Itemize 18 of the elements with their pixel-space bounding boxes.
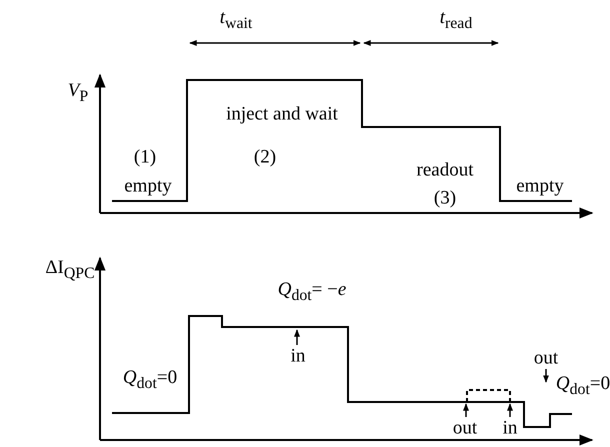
axis-label: V$_{P}$ [68,81,88,105]
charge-label: Q$_{dot}$=0 [122,368,178,392]
phase-label: inject and wait [226,104,338,124]
charge-label: Q$_{dot}$=0 [556,374,610,398]
event-label: out [534,348,558,368]
event-label: out [452,418,478,438]
event-label: in [290,346,306,366]
axis-label: ΔI$_{QPC}$ [45,258,95,282]
duration-label: t$_{read}$ [440,8,472,32]
charge-label: Q$_{dot}$= −e [278,280,346,304]
phase-number: (2) [254,148,276,166]
phase-number: (3) [434,188,456,208]
event-label: in [502,418,518,438]
phase-label: readout [416,160,474,180]
phase-label: empty [516,176,564,196]
phase-label: empty [124,176,172,196]
duration-label: t$_{wait}$ [220,8,252,32]
phase-number: (1) [134,148,156,166]
